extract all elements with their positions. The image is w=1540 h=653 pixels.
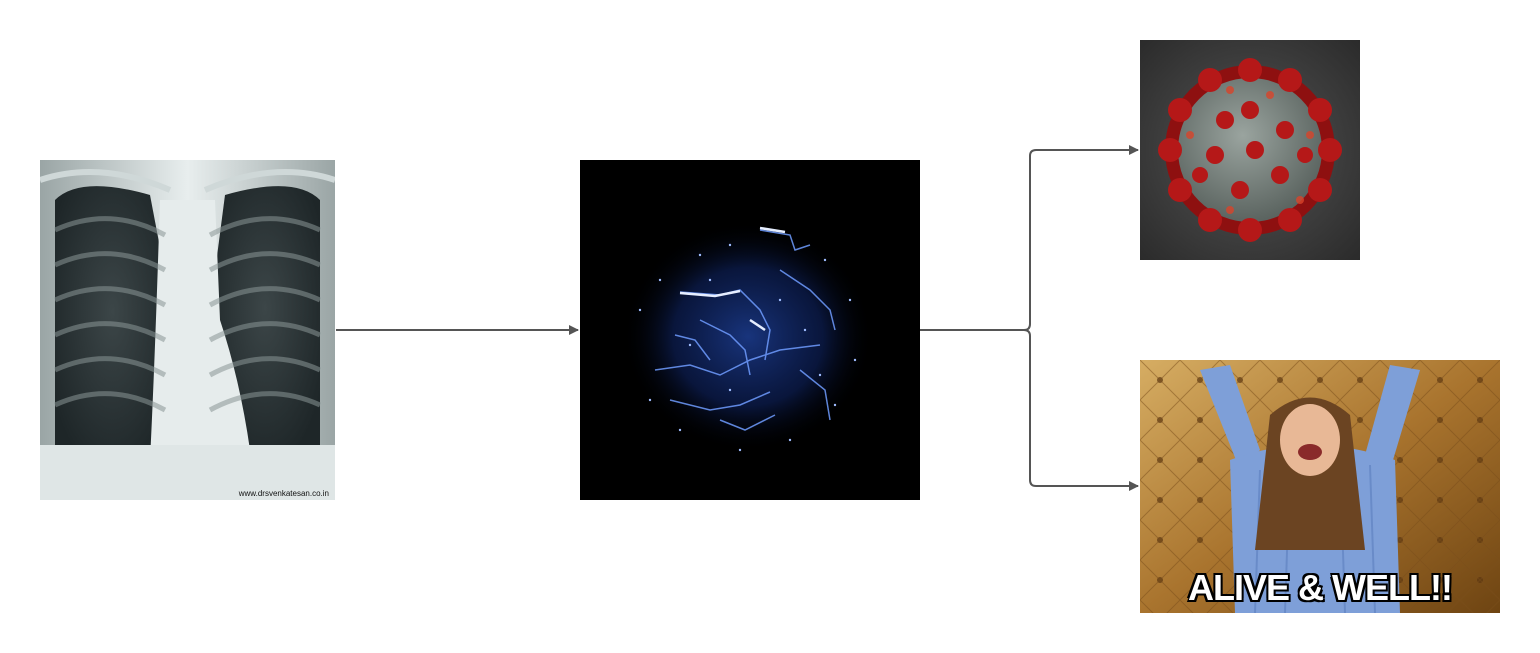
neural-network-image (580, 160, 920, 500)
chest-xray-image: www.drsvenkatesan.co.in (40, 160, 335, 500)
arrow-network-to-virus (920, 145, 1139, 331)
xray-watermark: www.drsvenkatesan.co.in (238, 489, 329, 498)
image-caption: ALIVE & WELL!! (1188, 567, 1453, 608)
arrow-network-to-happy (1023, 329, 1139, 491)
coronavirus-image (1140, 40, 1360, 260)
celebrating-person-image: ALIVE & WELL!! (1140, 360, 1500, 613)
